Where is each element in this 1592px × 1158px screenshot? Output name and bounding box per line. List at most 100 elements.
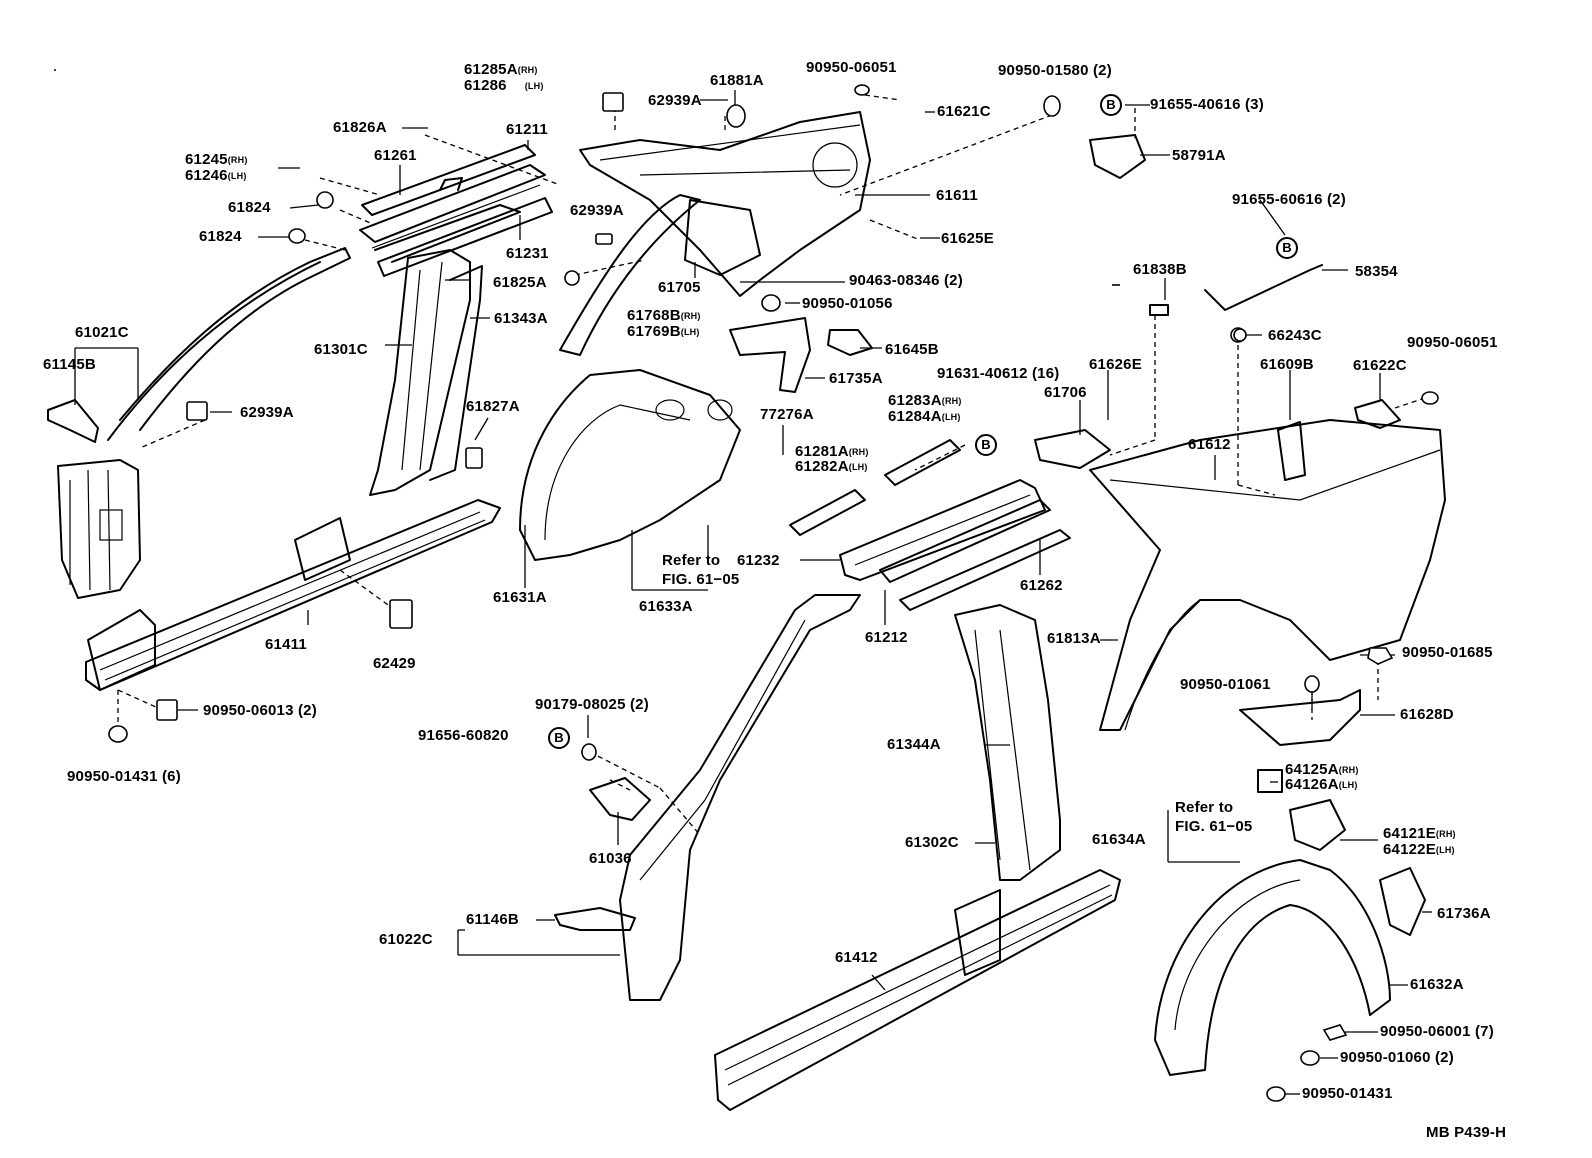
wheel-house-outer-61632A: [1154, 859, 1391, 1076]
label-90950-01685: 90950-01685: [1402, 644, 1493, 661]
label-61343A: 61343A: [494, 310, 548, 327]
label-61625E: 61625E: [941, 230, 994, 247]
label-62429: 62429: [373, 655, 416, 672]
label-61301C: 61301C: [314, 341, 368, 358]
part-64121E: [1289, 799, 1346, 851]
center-pillar-61301C: [369, 249, 483, 496]
front-pillar-upper: [107, 247, 351, 441]
part-61838B: [1149, 304, 1169, 316]
label-61246: 61246(LH): [185, 167, 247, 184]
label-77276A: 77276A: [760, 406, 814, 423]
label-61611: 61611: [936, 187, 978, 204]
label-61286: 61286(LH): [464, 77, 544, 94]
label-61612: 61612: [1188, 436, 1231, 453]
part-58791A: [1089, 134, 1146, 179]
label-61736A: 61736A: [1437, 905, 1491, 922]
dashed-assembly-lines: [117, 94, 1426, 836]
label-64122E: 64122E(LH): [1383, 841, 1455, 858]
label-90950-01056: 90950-01056: [802, 295, 893, 312]
label-61735A: 61735A: [829, 370, 883, 387]
label-90950-06051-top: 90950-06051: [806, 59, 897, 76]
part-58354: [1204, 264, 1323, 311]
label-64126A: 64126A(LH): [1285, 776, 1358, 793]
callout-b-icon: B: [975, 434, 997, 456]
label-61622C: 61622C: [1353, 357, 1407, 374]
wheel-house-inner-61631A: [519, 369, 741, 561]
label-91631-40612: 91631-40612 (16): [937, 365, 1060, 382]
figure-code: MB P439-H: [1426, 1124, 1507, 1141]
label-61261: 61261: [374, 147, 417, 164]
front-pillar-lower: [57, 459, 141, 599]
label-61826A: 61826A: [333, 119, 387, 136]
label-90950-01431: 90950-01431: [1302, 1085, 1393, 1102]
label-61262: 61262: [1020, 577, 1063, 594]
label-61145B: 61145B: [43, 356, 96, 373]
label-91655-40616: 91655-40616 (3): [1150, 96, 1264, 113]
label-58791A: 58791A: [1172, 147, 1226, 164]
label-61146B: 61146B: [466, 911, 519, 928]
label-61827A: 61827A: [466, 398, 520, 415]
part-61645B: [827, 329, 873, 356]
part-61146B: [554, 907, 636, 931]
label-90950-01060: 90950-01060 (2): [1340, 1049, 1454, 1066]
rail-61262: [899, 529, 1071, 611]
label-61633A: 61633A: [639, 598, 693, 615]
rocker-panel-61412: [714, 869, 1121, 1111]
label-61282A: 61282A(LH): [795, 458, 868, 475]
part-61736A: [1379, 867, 1426, 936]
label-90950-01580: 90950-01580 (2): [998, 62, 1112, 79]
refer-note-right-line1: Refer to: [1175, 799, 1234, 816]
quarter-panel-61612: [1089, 419, 1446, 731]
label-90950-06001: 90950-06001 (7): [1380, 1023, 1494, 1040]
refer-note-left-line1: Refer to: [662, 552, 721, 569]
leader-lines: [74, 90, 1432, 1095]
label-90950-01061: 90950-01061: [1180, 676, 1271, 693]
rail-61212: [879, 499, 1051, 583]
part-61283A: [884, 439, 961, 486]
label-61824-b: 61824: [199, 228, 242, 245]
label-61021C: 61021C: [75, 324, 129, 341]
label-61412: 61412: [835, 949, 878, 966]
label-61631A: 61631A: [493, 589, 547, 606]
label-61632A: 61632A: [1410, 976, 1464, 993]
part-61622C: [1354, 399, 1401, 429]
part-61706: [1034, 429, 1111, 469]
callout-b-icon: B: [548, 727, 570, 749]
label-61245: 61245(RH): [185, 151, 248, 168]
front-pillar-61022C: [619, 594, 861, 1001]
rear-floor-side-61232: [839, 479, 1046, 581]
label-64121E: 64121E(RH): [1383, 825, 1456, 842]
label-61634A: 61634A: [1092, 831, 1146, 848]
label-61284A: 61284A(LH): [888, 408, 961, 425]
fastener-symbols: [108, 84, 1439, 1102]
label-61768B: 61768B(RH): [627, 307, 701, 324]
label-61022C: 61022C: [379, 931, 433, 948]
label-66243C: 66243C: [1268, 327, 1322, 344]
part-61628D: [1239, 689, 1361, 746]
label-64125A: 64125A(RH): [1285, 761, 1359, 778]
label-61283A: 61283A(RH): [888, 392, 962, 409]
label-90463-08346: 90463-08346 (2): [849, 272, 963, 289]
label-61231: 61231: [506, 245, 549, 262]
label-61838B: 61838B: [1133, 261, 1187, 278]
part-64125A: [1257, 769, 1283, 793]
refer-note-right-line2: FIG. 61−05: [1175, 818, 1253, 835]
roof-side-rail-assembly: [359, 144, 553, 277]
part-61036: [589, 777, 651, 821]
label-62939A-mid: 62939A: [570, 202, 624, 219]
part-61609B: [1277, 421, 1306, 481]
label-61769B: 61769B(LH): [627, 323, 700, 340]
part-61145B: [47, 399, 99, 443]
label-91655-60616: 91655-60616 (2): [1232, 191, 1346, 208]
rocker-panel-61411: [85, 499, 501, 691]
callout-b-icon: B: [1100, 94, 1122, 116]
label-62939A-left: 62939A: [240, 404, 294, 421]
label-61825A: 61825A: [493, 274, 547, 291]
label-90950-01431-6: 90950-01431 (6): [67, 768, 181, 785]
label-61881A: 61881A: [710, 72, 764, 89]
label-62939A-top: 62939A: [648, 92, 702, 109]
roof-side-inner-61705: [559, 194, 761, 356]
label-61344A: 61344A: [887, 736, 941, 753]
label-91656-60820: 91656-60820: [418, 727, 509, 744]
